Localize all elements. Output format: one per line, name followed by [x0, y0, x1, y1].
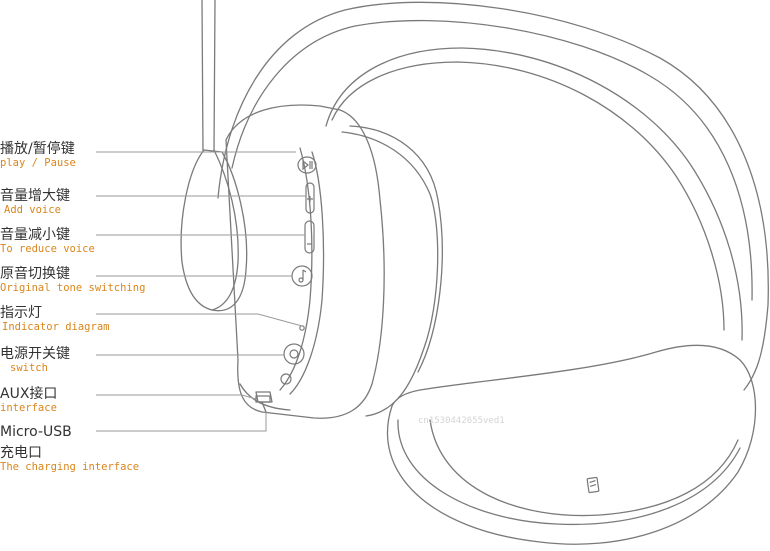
- label-en: The charging interface: [0, 461, 140, 473]
- label-play-pause: 播放/暂停键 play / Pause: [0, 141, 76, 169]
- cable: [201, 0, 216, 153]
- leader-indicator: [96, 313, 303, 327]
- leader-aux: [96, 394, 257, 400]
- label-cn-2: 充电口: [0, 445, 42, 461]
- aux-port[interactable]: [280, 373, 292, 385]
- label-original-tone: 原音切换键 Original tone switching: [0, 266, 145, 294]
- brand-logo-icon: [586, 476, 600, 494]
- label-cn: 指示灯: [0, 305, 42, 321]
- power-icon: [289, 349, 299, 359]
- left-ear-cup: [180, 149, 248, 312]
- label-power: 电源开关键 switch: [0, 346, 70, 374]
- label-volume-down: 音量减小键 To reduce voice: [0, 227, 95, 255]
- label-cn: 原音切换键: [0, 266, 70, 282]
- label-en: play / Pause: [0, 157, 76, 169]
- left-housing: [225, 104, 385, 419]
- play-pause-icon[interactable]: [297, 156, 317, 174]
- label-en: Indicator diagram: [2, 321, 110, 333]
- label-cn: 音量增大键: [0, 188, 70, 204]
- volume-down-button[interactable]: [304, 220, 315, 254]
- headband: [217, 1, 769, 391]
- micro-usb-port[interactable]: [255, 395, 271, 403]
- volume-up-button[interactable]: [305, 182, 315, 214]
- label-en: interface: [0, 402, 57, 414]
- label-en: Original tone switching: [0, 282, 146, 294]
- power-button[interactable]: [283, 343, 305, 365]
- label-cn: AUX接口: [0, 386, 58, 402]
- watermark: cn1530442655ved1: [418, 416, 505, 426]
- label-en: To reduce voice: [0, 243, 95, 255]
- label-en: switch: [10, 362, 48, 374]
- label-cn: 播放/暂停键: [0, 141, 75, 157]
- music-note-icon: [302, 269, 307, 280]
- label-micro-usb: Micro-USB 充电口 The charging interface: [0, 424, 139, 473]
- label-cn: 音量减小键: [0, 227, 70, 243]
- label-indicator: 指示灯 Indicator diagram: [0, 305, 109, 333]
- indicator-light: [299, 325, 305, 331]
- label-en: Add voice: [4, 204, 61, 216]
- label-volume-up: 音量增大键 Add voice: [0, 188, 70, 216]
- label-cn: 电源开关键: [0, 346, 70, 362]
- plus-icon: [307, 196, 313, 202]
- label-aux: AUX接口 interface: [0, 386, 57, 414]
- original-tone-button[interactable]: [291, 265, 313, 287]
- leader-micro-usb: [96, 412, 267, 432]
- right-ear-cup: [386, 344, 757, 545]
- label-cn: Micro-USB: [0, 424, 72, 440]
